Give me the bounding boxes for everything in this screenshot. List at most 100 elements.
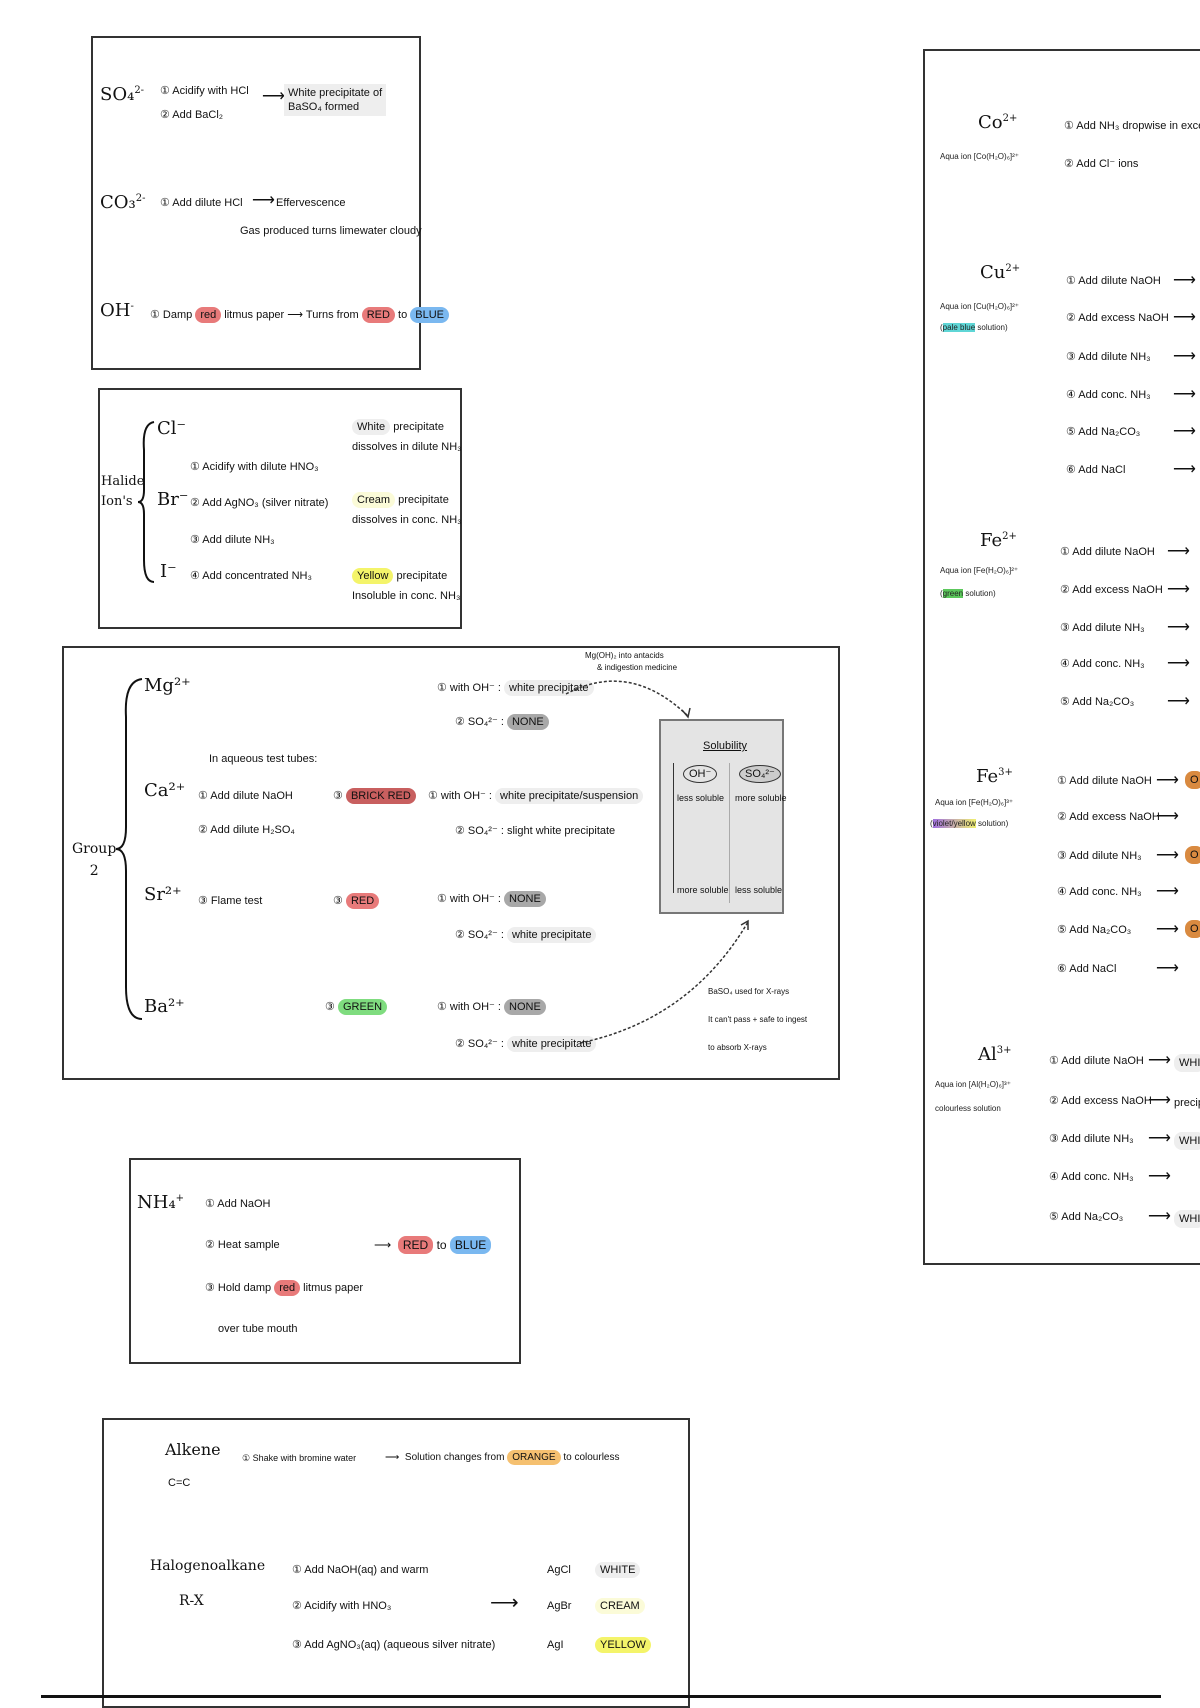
group2-ion-sr: Sr²⁺ [144, 884, 182, 905]
flame-ca: ③ BRICK RED [333, 788, 416, 804]
nh4-step-1: ① Add NaOH [205, 1198, 271, 1210]
oh-ion-label: OH- [100, 300, 134, 321]
alkene-formula: C=C [168, 1477, 191, 1489]
halide-ion-br: Br⁻ [157, 489, 189, 510]
fe2-step: ④ Add conc. NH₃ [1060, 658, 1145, 670]
mg-note: Mg(OH)₂ into antacids& indigestion medic… [585, 651, 678, 672]
arrow-icon: ⟶ [1156, 921, 1179, 938]
halide-step-3: ③ Add dilute NH₃ [190, 534, 275, 546]
al-result: WHI [1174, 1132, 1200, 1150]
cu-step: ⑥ Add NaCl [1066, 464, 1126, 476]
al-result: WHI [1174, 1054, 1200, 1072]
down-arrow-icon [673, 763, 674, 893]
al-step: ③ Add dilute NH₃ [1049, 1133, 1134, 1145]
arrow-icon: ⟶ [1167, 619, 1190, 636]
co-aqua-ion: Aqua ion [Co(H₂O)₆]²⁺ [940, 152, 1020, 161]
arrow-icon: ⟶ [1167, 693, 1190, 710]
so4-bottom: less soluble [735, 885, 783, 895]
cu-colour: (pale blue solution) [940, 323, 1008, 332]
al-step: ④ Add conc. NH₃ [1049, 1171, 1134, 1183]
co-step-2: ② Add Cl⁻ ions [1064, 158, 1139, 170]
arrow-icon: ⟶ [262, 88, 285, 105]
arrow-icon: ⟶ [1148, 1052, 1171, 1069]
co3-result-2: Gas produced turns limewater cloudy [240, 225, 422, 237]
halide-ion-i: I⁻ [160, 561, 177, 582]
arrow-icon: ⟶ [1156, 847, 1179, 864]
so4-step-1: ① Acidify with HCl [160, 85, 249, 97]
arrow-icon: ⟶ [1156, 772, 1179, 789]
nh4-result: ⟶ RED to BLUE [374, 1236, 492, 1254]
sr-so4-result: ② SO₄²⁻ : white precipitate [455, 927, 597, 943]
group2-ion-mg: Mg²⁺ [144, 675, 191, 696]
arrow-icon: ⟶ [490, 1592, 519, 1614]
cu-ion-label: Cu2+ [980, 262, 1021, 283]
arrow-icon: ⟶ [1156, 883, 1179, 900]
co-ion-label: Co2+ [978, 112, 1018, 133]
cu-aqua-ion: Aqua ion [Cu(H₂O)₆]²⁺ [940, 302, 1020, 311]
fe3-step: ① Add dilute NaOH [1057, 775, 1152, 787]
haloalkane-step-2: ② Acidify with HNO₃ [292, 1600, 392, 1612]
arrow-icon: ⟶ [1167, 655, 1190, 672]
arrow-icon: ⟶ [1148, 1208, 1171, 1225]
ca-so4-result: ② SO₄²⁻ : slight white precipitate [455, 825, 616, 837]
arrow-icon: ⟶ [1167, 581, 1190, 598]
page-bottom-rule [41, 1695, 1161, 1698]
solubility-col-so4: SO₄²⁻ [739, 765, 781, 783]
fe3-colour: (violet/yellow solution) [930, 819, 1009, 828]
nh4-step-3-cont: over tube mouth [218, 1323, 298, 1335]
arrow-icon: ⟶ [1173, 386, 1196, 403]
brace-icon [115, 678, 143, 1020]
fe3-result: O [1185, 846, 1200, 864]
al-step: ② Add excess NaOH [1049, 1095, 1152, 1107]
cu-step: ⑤ Add Na₂CO₃ [1066, 426, 1141, 438]
halide-step-4: ④ Add concentrated NH₃ [190, 570, 312, 582]
arrow-icon: ⟶ [1173, 461, 1196, 478]
group2-ion-ca: Ca²⁺ [144, 780, 186, 801]
arrow-icon: ⟶ [1167, 543, 1190, 560]
arrow-icon: ⟶ [1148, 1092, 1171, 1109]
fe2-step: ③ Add dilute NH₃ [1060, 622, 1145, 634]
nh4-step-2: ② Heat sample [205, 1239, 280, 1251]
halide-ions-box [98, 388, 462, 629]
co3-result-1: Effervescence [276, 197, 346, 209]
organic-tests-box [102, 1418, 690, 1708]
cu-step: ② Add excess NaOH [1066, 312, 1169, 324]
co3-ion-label: CO₃2- [100, 192, 146, 213]
fe3-step: ② Add excess NaOH [1057, 811, 1160, 823]
arrow-icon: ⟶ [1148, 1168, 1171, 1185]
ba-so4-result: ② SO₄²⁻ : white precipitate [455, 1036, 597, 1052]
oh-bottom: more soluble [677, 885, 729, 895]
nh4-ion-label: NH₄+ [137, 1192, 185, 1213]
arrow-icon: ⟶ [1156, 960, 1179, 977]
fe3-aqua-ion: Aqua ion [Fe(H₂O)₆]³⁺ [935, 798, 1014, 807]
fe2-step: ② Add excess NaOH [1060, 584, 1163, 596]
group2-intro: In aqueous test tubes: [209, 753, 318, 765]
arrow-icon: ⟶ [1173, 309, 1196, 326]
al-step: ① Add dilute NaOH [1049, 1055, 1144, 1067]
group2-flame-step: ③ Flame test [198, 895, 263, 907]
group2-step-2: ② Add dilute H₂SO₄ [198, 824, 295, 836]
al-result: WHI [1174, 1210, 1200, 1228]
co3-step-1: ① Add dilute HCl [160, 197, 243, 209]
fe3-result: O [1185, 920, 1200, 938]
fe3-step: ⑤ Add Na₂CO₃ [1057, 924, 1132, 936]
so4-ion-label: SO₄2- [100, 84, 145, 105]
cu-step: ① Add dilute NaOH [1066, 275, 1161, 287]
group2-step-1: ① Add dilute NaOH [198, 790, 293, 802]
column-divider [729, 763, 730, 903]
alkene-step: ① Shake with bromine water [242, 1453, 357, 1463]
solubility-box: Solubility OH⁻ SO₄²⁻ less soluble more s… [659, 719, 787, 914]
haloalkane-step-1: ① Add NaOH(aq) and warm [292, 1564, 429, 1576]
fe2-aqua-ion: Aqua ion [Fe(H₂O)₆]²⁺ [940, 566, 1019, 575]
fe2-step: ⑤ Add Na₂CO₃ [1060, 696, 1135, 708]
al-result: precip [1174, 1097, 1200, 1109]
cu-step: ④ Add conc. NH₃ [1066, 389, 1151, 401]
